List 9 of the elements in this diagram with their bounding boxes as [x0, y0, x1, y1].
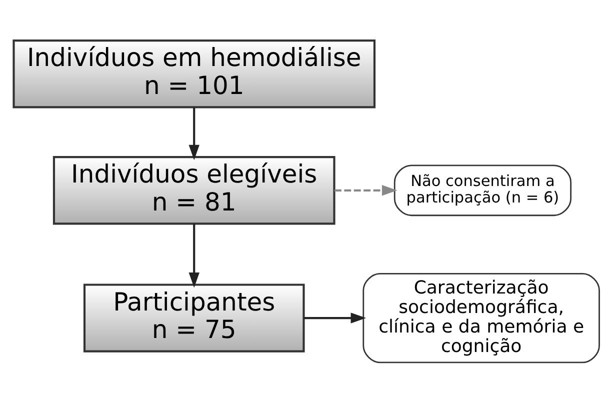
node-box: Não consentiram a participação (n = 6)	[394, 164, 572, 216]
node-box: Indivíduos elegíveis n = 81	[52, 156, 336, 224]
arrow	[304, 312, 366, 323]
arrow	[188, 107, 200, 160]
node-box: Indivíduos em hemodiálise n = 101	[12, 39, 376, 108]
node-box: Participantes n = 75	[83, 283, 305, 352]
node-box: Caracterização sociodemográfica, clínica e da memória e cognição	[362, 272, 600, 363]
arrow	[188, 223, 200, 288]
arrow	[334, 184, 398, 196]
